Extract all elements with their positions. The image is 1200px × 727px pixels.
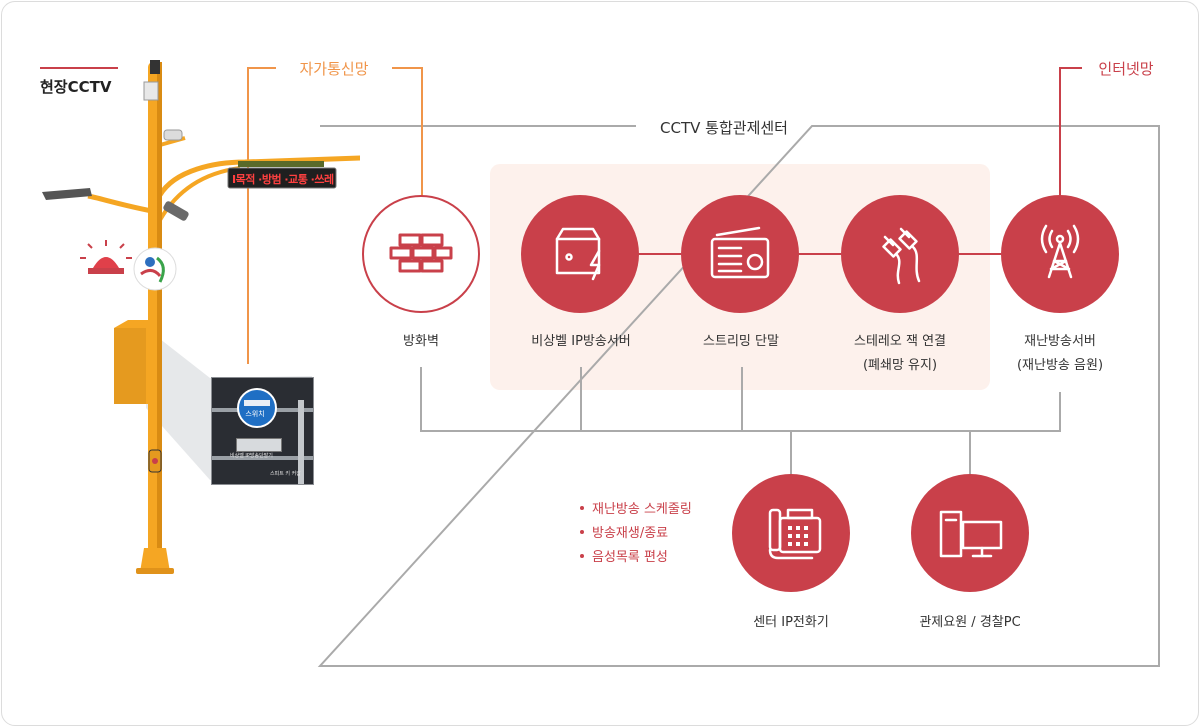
pole-shading [157, 62, 162, 562]
brick-wall-icon [389, 233, 453, 273]
siren-base [88, 268, 124, 274]
server-box-bolt-icon [555, 227, 601, 281]
led-sign-text: I목적 ·방범 ·교통 ·쓰레 [232, 173, 334, 186]
private-network-label: 자가통신망 [299, 60, 369, 78]
network-bus [420, 367, 1061, 474]
photo-rail-bottom [212, 456, 313, 460]
photo-device-unit [236, 438, 282, 452]
emergency-broadcast-server-label: 비상벨 IP방송서버 [531, 334, 631, 349]
stereo-jack-cable-icon [882, 227, 921, 285]
stereo-jack-node [841, 195, 959, 313]
led-sign-top [238, 161, 324, 167]
site-cctv-label: 현장CCTV [40, 78, 112, 96]
base-plate [136, 568, 174, 574]
internet-label: 인터넷망 [1098, 60, 1154, 78]
cctv-pole-illustration [42, 60, 360, 574]
disaster-broadcast-server-sublabel: (재난방송 음원) [1016, 358, 1104, 373]
operator-pc-label: 관제요원 / 경찰PC [919, 615, 1021, 630]
stereo-jack-sublabel: (폐쇄망 유지) [862, 358, 938, 373]
broadcast-feature-list: 재난방송 스케줄링 방송재생/종료 음성목록 편성 [580, 498, 692, 570]
disaster-broadcast-server-node [1001, 195, 1119, 313]
firewall-node [362, 195, 480, 313]
emergency-broadcast-server-node [521, 195, 639, 313]
control-center-title: CCTV 통합관제센터 [660, 119, 788, 137]
led-sign-board [227, 167, 337, 189]
top-box [143, 81, 159, 101]
feature-item: 방송재생/종료 [580, 522, 692, 546]
switch-bubble-panel [244, 400, 270, 406]
feature-item: 음성목록 편성 [580, 546, 692, 570]
site-cctv-underline [40, 67, 118, 69]
photo-pipe [298, 400, 304, 484]
streetlight-arm [87, 193, 158, 215]
photo-device1-label: 비상벨 IP방송단말기 [230, 453, 273, 459]
dome-camera [163, 129, 183, 141]
internet-line [1059, 67, 1082, 195]
streaming-terminal-node [681, 195, 799, 313]
firewall-label: 방화벽 [403, 334, 439, 349]
private-network-line [247, 67, 423, 364]
photo-device2-label: 스피트 키 커갑 [270, 471, 301, 477]
pole-base [140, 548, 170, 572]
ip-phone-icon [768, 508, 822, 560]
switch-bubble [237, 388, 277, 428]
feature-item: 재난방송 스케줄링 [580, 498, 692, 522]
streaming-terminal-label: 스트리밍 단말 [703, 334, 779, 349]
operator-pc-node [911, 474, 1029, 592]
bullet-camera [163, 201, 189, 221]
switch-label: 스위치 [245, 410, 265, 418]
cabinet-interior-photo: 스위치 비상벨 IP방송단말기 스피트 키 커갑 [211, 377, 314, 485]
streetlight-head [42, 188, 92, 200]
radio-icon [710, 226, 770, 279]
pole-cap [150, 60, 160, 74]
control-center-frame [317, 125, 1160, 667]
center-ip-phone-node [732, 474, 850, 592]
disaster-broadcast-server-label: 재난방송서버 [1024, 334, 1096, 349]
stereo-jack-label: 스테레오 잭 연결 [854, 334, 946, 349]
center-ip-phone-label: 센터 IP전화기 [753, 615, 829, 630]
city-logo-disc [133, 247, 177, 291]
broadcast-tower-icon [1040, 224, 1080, 279]
desktop-pc-icon [939, 510, 1003, 558]
siren-dome [93, 257, 119, 268]
